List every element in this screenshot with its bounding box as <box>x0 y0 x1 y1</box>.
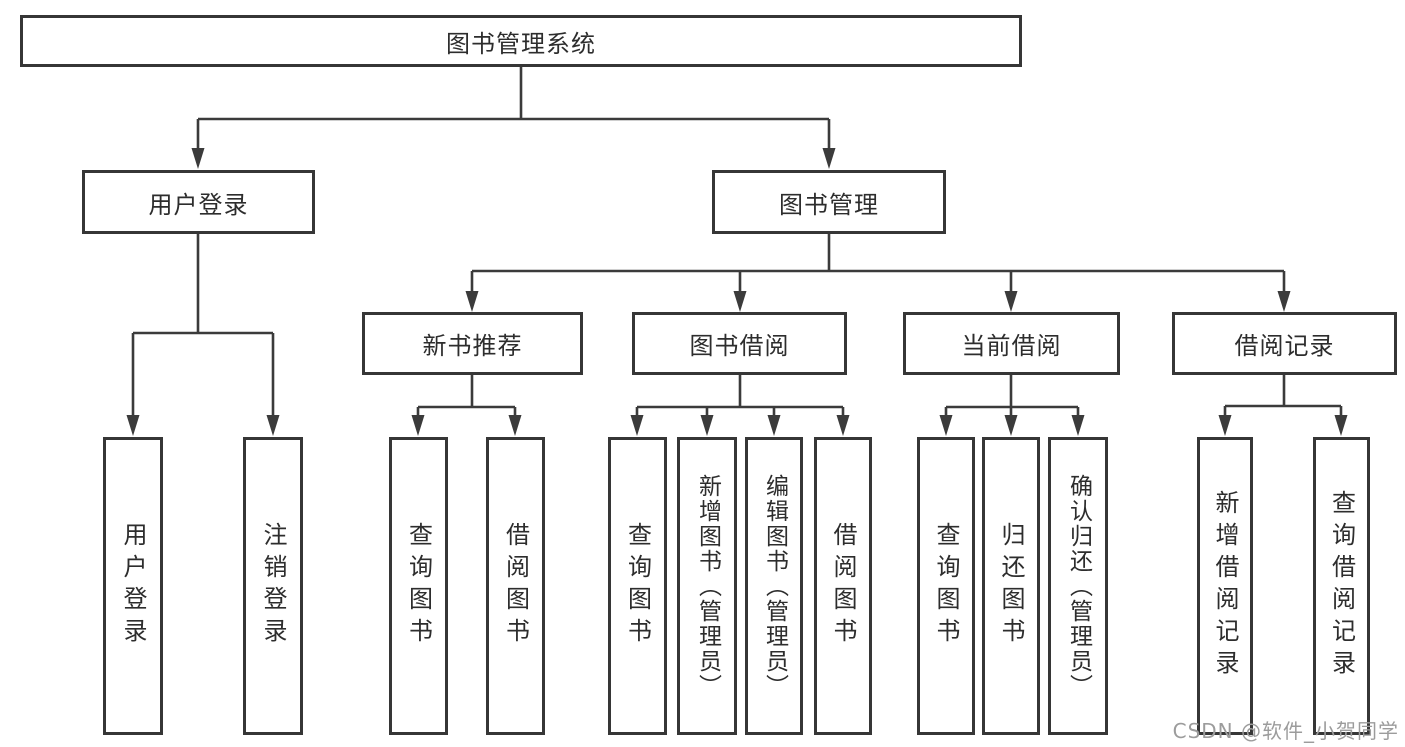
node-current-borrowing: 当前借阅 <box>903 312 1120 375</box>
node-book-management: 图书管理 <box>712 170 946 234</box>
node-label: 借阅图书 <box>829 522 857 650</box>
node-label: 新书推荐 <box>422 332 523 360</box>
node-label: 查询图书 <box>404 522 433 650</box>
node-library-management-system: 图书管理系统 <box>20 15 1022 67</box>
arrowheads <box>126 148 1348 436</box>
connector-root <box>196 67 831 150</box>
leaf-confirm-return-admin: 确认归还（管理员） <box>1048 437 1108 735</box>
node-label: 归还图书 <box>997 522 1025 650</box>
node-label: 用户登录 <box>119 522 147 650</box>
node-book-borrowing: 图书借阅 <box>632 312 847 375</box>
node-label: 新增借阅记录 <box>1211 490 1239 682</box>
leaf-edit-books-admin: 编辑图书（管理员） <box>745 437 803 735</box>
csdn-watermark: CSDN @软件_小贺同学 <box>1172 719 1399 743</box>
leaf-query-books-current: 查询图书 <box>917 437 975 735</box>
leaf-user-login: 用户登录 <box>103 437 163 735</box>
leaf-query-borrowing-record: 查询借阅记录 <box>1313 437 1370 735</box>
connector-new-book-branch <box>416 375 517 419</box>
node-label: 图书管理系统 <box>446 29 596 58</box>
connector-user-login-branch <box>131 234 275 418</box>
node-label: 新增图书（管理员） <box>694 473 721 699</box>
connector-book-borrow-branch <box>635 375 845 419</box>
node-label: 借阅图书 <box>501 522 530 650</box>
leaf-borrow-books: 借阅图书 <box>814 437 872 735</box>
node-label: 借阅记录 <box>1234 332 1335 360</box>
connector-current-borrow-branch <box>944 375 1080 419</box>
connector-book-mgmt-branch <box>470 234 1286 294</box>
node-label: 查询图书 <box>932 522 960 650</box>
leaf-return-books: 归还图书 <box>982 437 1040 735</box>
leaf-query-books-recommendation: 查询图书 <box>389 437 448 735</box>
leaf-logout: 注销登录 <box>243 437 303 735</box>
node-label: 查询借阅记录 <box>1327 490 1356 682</box>
leaf-query-books-borrowing: 查询图书 <box>608 437 667 735</box>
node-label: 查询图书 <box>623 522 652 650</box>
node-user-login: 用户登录 <box>82 170 315 234</box>
node-label: 用户登录 <box>148 190 249 219</box>
node-label: 确认归还（管理员） <box>1065 473 1092 699</box>
node-label: 编辑图书（管理员） <box>761 473 788 699</box>
node-label: 图书借阅 <box>689 332 790 360</box>
node-borrowing-records: 借阅记录 <box>1172 312 1397 375</box>
node-label: 图书管理 <box>779 190 879 219</box>
node-label: 当前借阅 <box>961 332 1062 360</box>
leaf-borrow-books-recommendation: 借阅图书 <box>486 437 545 735</box>
node-new-book-recommendation: 新书推荐 <box>362 312 583 375</box>
leaf-add-books-admin: 新增图书（管理员） <box>677 437 737 735</box>
connector-borrow-records-branch <box>1223 375 1343 419</box>
node-label: 注销登录 <box>259 522 287 650</box>
leaf-add-borrowing-record: 新增借阅记录 <box>1197 437 1253 735</box>
